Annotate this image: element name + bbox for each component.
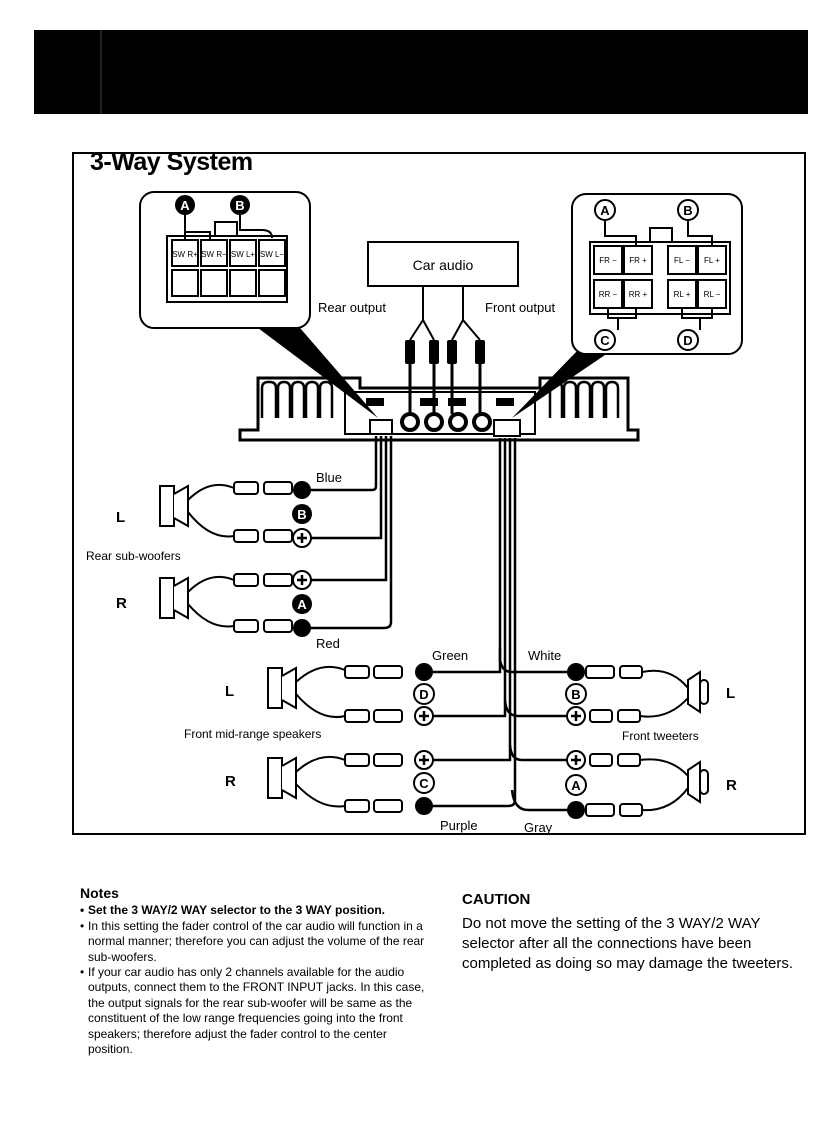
right-marker-d: D (683, 333, 692, 348)
right-top-pin-1: FR − (599, 256, 617, 265)
right-bottom-pin-2: RR + (629, 290, 648, 299)
callout-left-wedge (258, 328, 378, 418)
left-marker-a: A (180, 198, 190, 213)
header-notch (100, 30, 106, 114)
right-top-pin-4: FL + (704, 256, 720, 265)
note-item: If your car audio has only 2 channels av… (80, 965, 430, 1057)
mid-right-label: R (225, 773, 236, 790)
right-connector: A B C D FR − FR + FL − FL + RR − RR + RL… (571, 193, 743, 355)
section-title: 3-Way System (90, 148, 253, 176)
rear-sub-woofers: B A L R Rear sub-woofers Blue Red (86, 470, 342, 651)
rear-right-label: R (116, 595, 127, 612)
left-marker-b: B (235, 198, 244, 213)
notes-list: Set the 3 WAY/2 WAY selector to the 3 WA… (80, 903, 430, 1057)
left-connector: A B SW R+ SW R− SW L+ SW L− (139, 191, 311, 329)
front-tweeters: B A L R Front tweeters White Gray (524, 648, 737, 835)
caution-title: CAUTION (462, 891, 531, 908)
tweeter-right-label: R (726, 777, 737, 794)
wire-white-label: White (528, 648, 561, 663)
amplifier (238, 376, 640, 442)
diagram-frame (72, 152, 806, 835)
note-item: In this setting the fader control of the… (80, 919, 430, 965)
right-top-pin-3: FL − (674, 256, 690, 265)
rear-sub-woofers-label: Rear sub-woofers (86, 549, 181, 563)
rear-output-label: Rear output (318, 300, 386, 315)
marker-c-front: C (419, 776, 429, 791)
tweeter-left-label: L (726, 685, 735, 702)
right-bottom-pin-3: RL + (674, 290, 691, 299)
caution-section: CAUTION Do not move the setting of the 3… (462, 890, 812, 974)
marker-b-rear: B (297, 507, 306, 522)
wire-green-label: Green (432, 648, 468, 663)
notes-title: Notes (80, 885, 119, 901)
marker-d-front: D (419, 687, 428, 702)
left-pin-3: SW L+ (231, 250, 256, 259)
mid-left-label: L (225, 683, 234, 700)
right-marker-b: B (683, 203, 692, 218)
car-audio-unit: Car audio Rear output Front output (318, 241, 555, 414)
wire-purple-label: Purple (440, 818, 478, 833)
notes-section: Notes Set the 3 WAY/2 WAY selector to th… (80, 885, 430, 1057)
left-pin-4: SW L− (260, 250, 285, 259)
note-item: Set the 3 WAY/2 WAY selector to the 3 WA… (80, 903, 430, 919)
wire-gray-label: Gray (524, 820, 553, 835)
left-pin-1: SW R+ (172, 250, 198, 259)
front-output-label: Front output (485, 300, 555, 315)
front-mid-range-speakers: D C L R Front mid-range speakers Green P… (184, 648, 478, 833)
right-bottom-pin-4: RL − (704, 290, 721, 299)
right-marker-c: C (600, 333, 610, 348)
left-pin-2: SW R− (201, 250, 227, 259)
car-audio-label: Car audio (413, 257, 474, 273)
marker-a-tweeter: A (571, 778, 581, 793)
right-bottom-pin-1: RR − (599, 290, 618, 299)
caution-text: Do not move the setting of the 3 WAY/2 W… (462, 915, 794, 972)
marker-b-tweeter: B (571, 687, 580, 702)
rear-left-label: L (116, 509, 125, 526)
front-mid-range-label: Front mid-range speakers (184, 727, 321, 741)
marker-a-rear: A (297, 597, 307, 612)
wire-harness (308, 436, 570, 812)
wire-blue-label: Blue (316, 470, 342, 485)
wire-red-label: Red (316, 636, 340, 651)
right-marker-a: A (600, 203, 610, 218)
callout-right-wedge (512, 350, 605, 418)
front-tweeters-label: Front tweeters (622, 729, 699, 743)
right-top-pin-2: FR + (629, 256, 647, 265)
header-bar (34, 30, 808, 114)
